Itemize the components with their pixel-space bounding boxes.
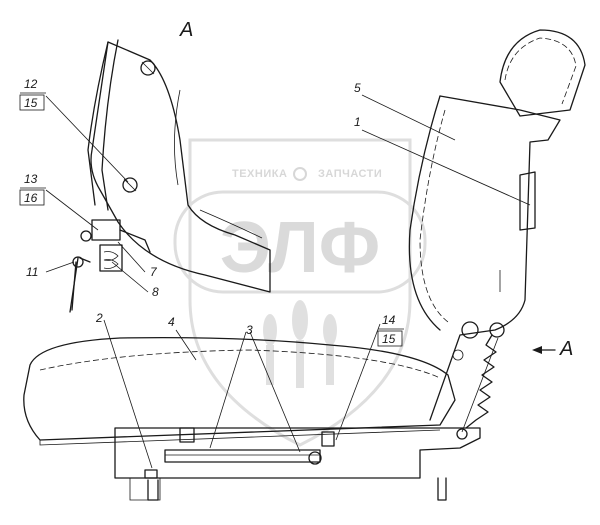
callout-15-b: 15 bbox=[382, 332, 396, 346]
callout-3: 3 bbox=[246, 323, 253, 337]
callout-8: 8 bbox=[152, 285, 159, 299]
gear-icon bbox=[293, 167, 307, 181]
watermark-text-left: ТЕХНИКА bbox=[232, 168, 287, 180]
lever-mechanism bbox=[69, 219, 151, 313]
callout-15-a: 15 bbox=[24, 96, 38, 110]
callout-16: 16 bbox=[24, 191, 38, 205]
callout-5: 5 bbox=[354, 81, 361, 95]
callout-7: 7 bbox=[150, 265, 158, 279]
view-arrow-a: A bbox=[532, 338, 573, 360]
callout-4: 4 bbox=[168, 315, 175, 329]
leader-lines bbox=[45, 94, 531, 469]
callout-11: 11 bbox=[26, 265, 38, 279]
callouts: 12 15 13 16 11 7 8 2 4 3 14 15 5 1 bbox=[19, 77, 404, 347]
callout-14: 14 bbox=[382, 313, 396, 327]
callout-1: 1 bbox=[354, 115, 361, 129]
watermark-letters: ЭЛФ bbox=[220, 208, 380, 288]
spring bbox=[461, 334, 499, 433]
seat-cushion bbox=[23, 336, 456, 446]
seat-base bbox=[114, 427, 481, 501]
backrest-frame bbox=[87, 39, 271, 293]
watermark-text-right: ЗАПЧАСТИ bbox=[318, 168, 382, 180]
svg-text:A: A bbox=[559, 338, 573, 360]
callout-2: 2 bbox=[95, 311, 103, 325]
watermark-logo: ЭЛФ ТЕХНИКА ЗАПЧАСТИ bbox=[173, 138, 427, 447]
view-label-a-top: A bbox=[179, 19, 193, 41]
callout-13: 13 bbox=[24, 172, 38, 186]
callout-12: 12 bbox=[24, 77, 38, 91]
wheat-icon bbox=[263, 300, 337, 388]
backrest-right bbox=[408, 29, 586, 421]
